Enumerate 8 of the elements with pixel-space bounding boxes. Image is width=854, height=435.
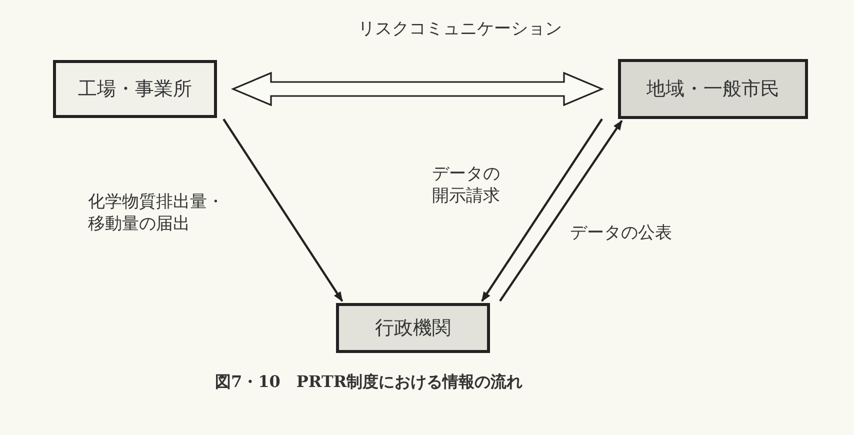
arrow (481, 118, 603, 302)
arrow (499, 120, 623, 302)
process-box: 行政機関 (336, 303, 490, 353)
process-box: 工場・事業所 (53, 60, 217, 118)
double-arrow (230, 72, 604, 106)
arrow (222, 118, 344, 302)
caption: 図7・10 PRTR制度における情報の流れ (215, 372, 523, 393)
process-box: 地域・一般市民 (618, 59, 808, 119)
